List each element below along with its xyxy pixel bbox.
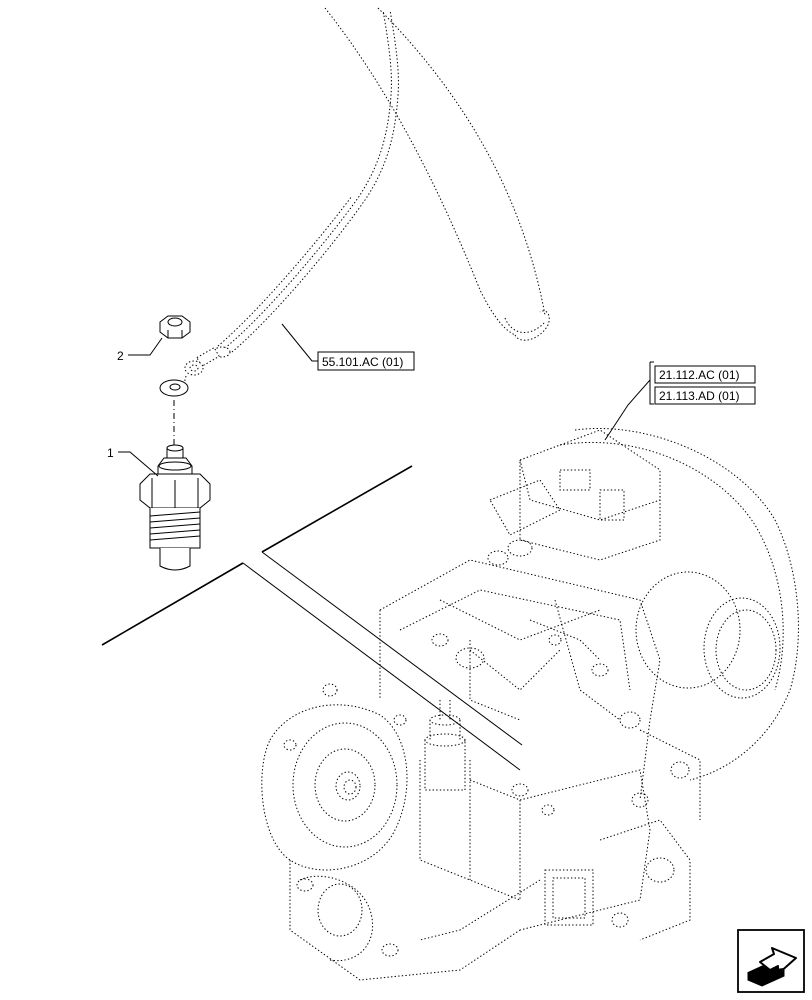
washer-part [159, 379, 189, 397]
leaders [118, 323, 651, 477]
wire-terminal [181, 346, 231, 393]
item-number-1: 1 [107, 446, 114, 460]
hose-phantom [324, 7, 550, 341]
callout-transmission-group: 21.112.AC (01) 21.113.AD (01) [649, 361, 756, 405]
next-page-arrow-icon[interactable] [737, 929, 805, 993]
item-number-2: 2 [117, 349, 124, 363]
callout-transmission-2-text[interactable]: 21.113.AD (01) [659, 389, 740, 403]
callout-transmission-2[interactable]: 21.113.AD (01) [654, 386, 756, 405]
section-lines [101, 465, 523, 771]
transmission-phantom [261, 428, 799, 981]
sender-part [139, 444, 211, 571]
callout-transmission-1-text[interactable]: 21.112.AC (01) [659, 368, 740, 382]
sensor-wire [217, 9, 399, 353]
callout-transmission-1[interactable]: 21.112.AC (01) [654, 365, 756, 384]
nut-part [159, 315, 191, 339]
callout-cable[interactable]: 55.101.AC (01) [317, 351, 415, 371]
callout-cable-text[interactable]: 55.101.AC (01) [322, 355, 403, 369]
